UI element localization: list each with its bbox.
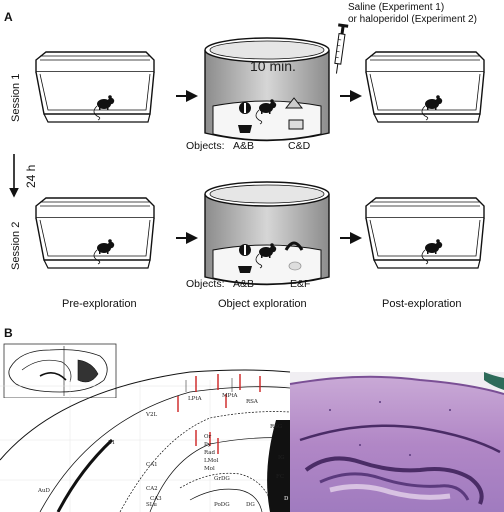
region-ig: IG [278, 455, 285, 461]
region-s1: S1 [108, 440, 115, 446]
region-rad: Rad [204, 450, 215, 456]
phase-pre-exploration: Pre-exploration [62, 298, 137, 310]
region-lmol: LMol [204, 458, 218, 464]
object-b-icon [238, 125, 252, 133]
session-1-label: Session 1 [10, 74, 22, 122]
interval-label: 24 h [24, 165, 38, 188]
panel-b-letter: B [4, 326, 13, 340]
objects-left-session1: A&B [233, 140, 254, 152]
home-cage-post-session2 [366, 198, 484, 268]
panel-a [14, 23, 484, 284]
region-v2l: V2L [146, 412, 157, 418]
region-or: Or [204, 434, 211, 440]
syringe-icon [331, 23, 348, 74]
region-dg: DG [246, 502, 255, 508]
injection-label-line1: Saline (Experiment 1) [348, 2, 444, 14]
region-sla: SLu [146, 502, 157, 508]
panel-a-letter: A [4, 10, 13, 24]
region-ca2: CA2 [146, 486, 158, 492]
open-field-arena-session1 [205, 38, 329, 141]
phase-post-exploration: Post-exploration [382, 298, 462, 310]
objects-right-session1: C&D [288, 140, 310, 152]
phase-object-exploration: Object exploration [218, 298, 307, 310]
region-mol: Mol [204, 466, 215, 472]
open-field-arena-session2 [205, 182, 329, 285]
region-aud: AuD [38, 488, 50, 494]
region-grdg: GrDG [214, 476, 230, 482]
region-lpta: LPtA [188, 396, 202, 402]
region-fc: FC [276, 474, 284, 480]
injection-label-line2: or haloperidol (Experiment 2) [348, 14, 477, 26]
objects-left-session2: A&B [233, 278, 254, 290]
histology-image [290, 372, 504, 512]
objects-label-session2: Objects: [186, 278, 225, 290]
session-2-label: Session 2 [10, 222, 22, 270]
region-py: Py [204, 442, 211, 448]
region-mpta: MPtA [222, 393, 238, 399]
home-cage-pre-session1 [36, 52, 154, 122]
objects-right-session2: E&F [290, 278, 310, 290]
objects-label-session1: Objects: [186, 140, 225, 152]
home-cage-pre-session2 [36, 198, 154, 268]
region-podg: PoDG [214, 502, 230, 508]
home-cage-post-session1 [366, 52, 484, 122]
region-d: D [284, 496, 288, 502]
region-ca1: CA1 [146, 462, 158, 468]
panel-b [0, 344, 504, 512]
region-rsg: RSG [270, 424, 282, 430]
object-d-icon [289, 120, 303, 129]
object-f-icon [289, 262, 301, 270]
arena-timer-label: 10 min. [250, 58, 296, 74]
object-b-icon [238, 266, 252, 273]
region-rsa: RSA [246, 399, 258, 405]
